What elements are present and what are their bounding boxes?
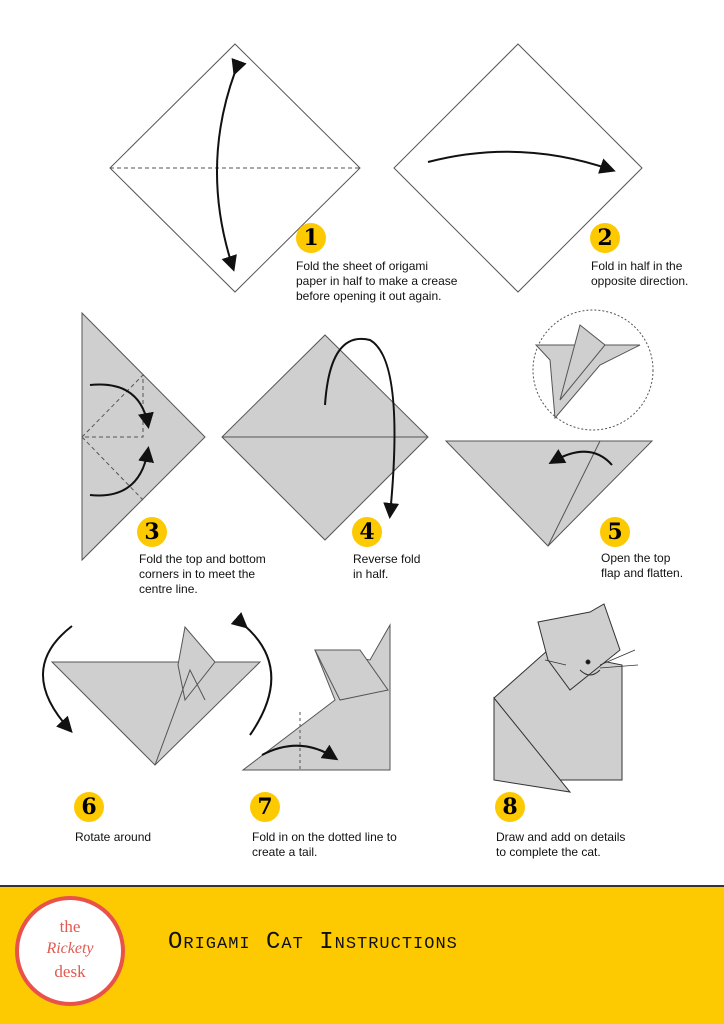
step-number-badge: 8 xyxy=(495,792,525,822)
step-number-badge: 4 xyxy=(352,517,382,547)
step-number-badge: 1 xyxy=(296,223,326,253)
step-5-text: Open the top flap and flatten. xyxy=(601,551,684,580)
logo-text-the: the xyxy=(59,917,81,936)
diagram-step-2 xyxy=(393,43,643,293)
step-4-text: Reverse fold in half. xyxy=(353,552,421,581)
diagram-step-4 xyxy=(221,334,429,541)
diagram-step-6 xyxy=(42,612,273,766)
logo-text-desk: desk xyxy=(54,962,86,981)
step-number-badge: 5 xyxy=(600,517,630,547)
step-6-text: Rotate around xyxy=(75,830,152,844)
diagram-step-3 xyxy=(80,311,206,562)
footer-banner: the Rickety desk Origami Cat Instruction… xyxy=(0,885,724,1024)
step-1-text: Fold the sheet of origami paper in half … xyxy=(296,259,458,303)
step-number-badge: 2 xyxy=(590,223,620,253)
step-number-badge: 3 xyxy=(137,517,167,547)
diagram-step-7 xyxy=(241,623,391,771)
logo-text-rickety: Rickety xyxy=(46,940,94,957)
step-2-text: Fold in half in the opposite direction. xyxy=(591,259,689,288)
rickety-desk-logo: the Rickety desk xyxy=(15,896,125,1006)
diagram-step-5 xyxy=(444,309,654,547)
folding-diagrams xyxy=(42,43,654,793)
step-number-badge: 6 xyxy=(74,792,104,822)
diagram-step-8 xyxy=(493,603,639,793)
step-3-text: Fold the top and bottom corners in to me… xyxy=(139,552,266,596)
step-8-text: Draw and add on details to complete the … xyxy=(496,830,626,859)
step-number-badge: 7 xyxy=(250,792,280,822)
diagram-step-1 xyxy=(109,43,361,293)
page-title: Origami Cat Instructions xyxy=(168,929,458,956)
step-7-text: Fold in on the dotted line to create a t… xyxy=(252,830,397,859)
